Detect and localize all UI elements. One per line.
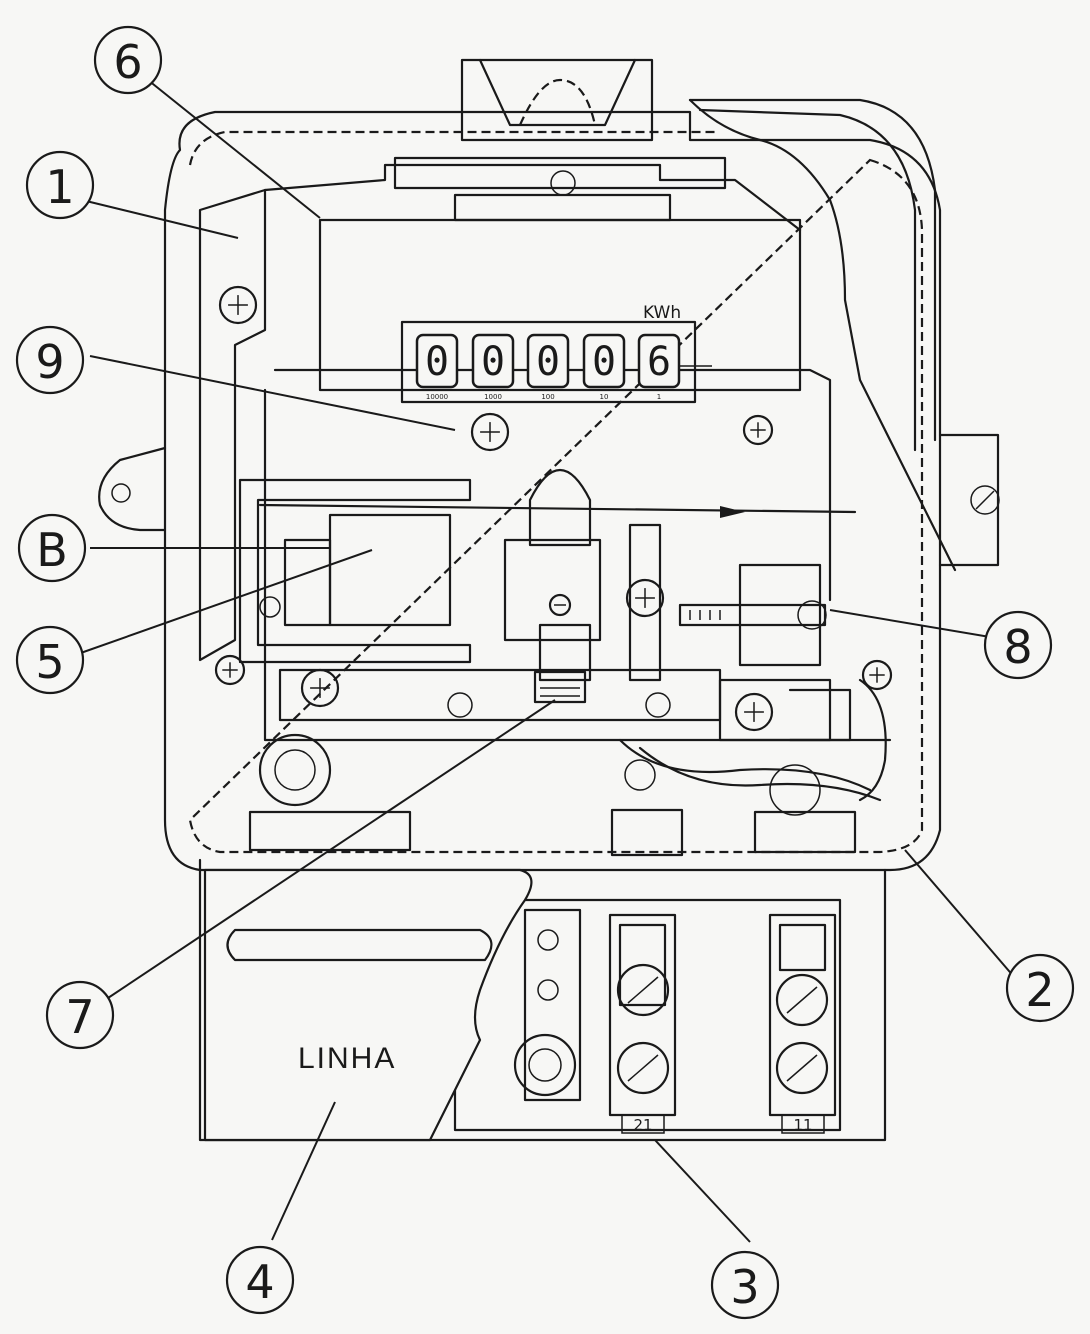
callout-1: 1 xyxy=(25,150,95,220)
adjusting-screw xyxy=(678,563,827,667)
screw-icon xyxy=(218,285,258,325)
screw-icon xyxy=(548,593,572,617)
callout-2: 2 xyxy=(1005,953,1075,1023)
callout-number: 3 xyxy=(730,1260,759,1314)
callout-4: 4 xyxy=(225,1245,295,1315)
callout-number: 8 xyxy=(1003,620,1032,674)
counter-digit-box xyxy=(471,333,515,389)
callout-number: 2 xyxy=(1025,963,1054,1017)
screw-icon xyxy=(300,668,340,708)
terminal-posts xyxy=(248,733,857,857)
terminal-cover-label: LINHA xyxy=(298,1042,396,1075)
dial-scale-label: 1000 xyxy=(484,393,502,401)
counter-digit-box xyxy=(415,333,459,389)
terminal-label-21: 21 xyxy=(633,1116,652,1134)
counter-digit: 6 xyxy=(647,339,671,385)
rotor-assembly xyxy=(238,468,857,682)
leader-lines xyxy=(74,79,1016,1243)
meter-base xyxy=(98,110,1000,872)
callout-5: 5 xyxy=(15,625,85,695)
screw-icon xyxy=(470,412,510,452)
kwh-label: KWh xyxy=(643,303,681,323)
callout-number: 9 xyxy=(35,335,64,389)
dial-scale-label: 10 xyxy=(600,393,609,401)
callout-number: 6 xyxy=(113,35,142,89)
dial-scale-label: 10000 xyxy=(426,393,448,401)
terminal-label-11: 11 xyxy=(793,1116,812,1134)
counter-digit-box xyxy=(582,333,626,389)
screw-icon xyxy=(861,659,893,691)
inner-frame xyxy=(198,156,892,742)
counter-digit: 0 xyxy=(592,339,616,385)
dial-scale-label: 100 xyxy=(541,393,554,401)
counter-digit-box xyxy=(637,333,681,389)
screw-icon xyxy=(625,578,665,618)
callout-number: 1 xyxy=(45,160,74,214)
terminal-block: 21 11 xyxy=(198,858,887,1142)
screw-icon xyxy=(214,654,246,686)
counter-digit: 0 xyxy=(536,339,560,385)
callout-7: 7 xyxy=(45,980,115,1050)
counter-digit-box xyxy=(526,333,570,389)
screws xyxy=(214,285,893,732)
callout-8: 8 xyxy=(983,610,1053,680)
callout-number: B xyxy=(36,523,68,577)
terminal-cover: LINHA xyxy=(203,868,533,1142)
dial-scale-label: 1 xyxy=(657,393,661,401)
hanger-bracket xyxy=(460,58,654,142)
callout-number: 7 xyxy=(65,990,94,1044)
counter-digit: 0 xyxy=(481,339,505,385)
callout-number: 5 xyxy=(35,635,64,689)
callout-9: 9 xyxy=(15,325,85,395)
screw-icon xyxy=(742,414,774,446)
callout-b: B xyxy=(17,513,87,583)
callout-3: 3 xyxy=(710,1250,780,1320)
callout-number: 4 xyxy=(245,1255,274,1309)
meter-cover xyxy=(688,98,957,572)
callout-6: 6 xyxy=(93,25,163,95)
counter-digit: 0 xyxy=(425,339,449,385)
bottom-rail xyxy=(278,668,887,802)
screw-icon xyxy=(734,692,774,732)
